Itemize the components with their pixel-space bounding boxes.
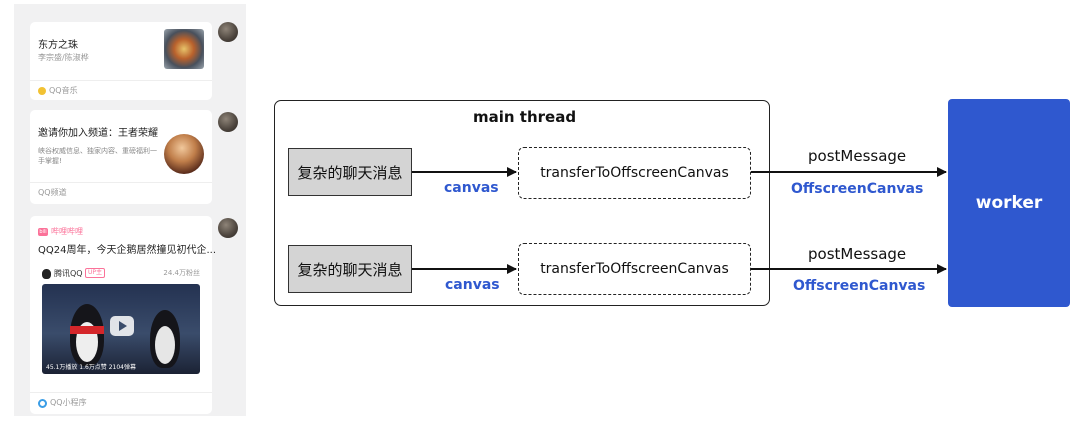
chat-panel: 东方之珠 李宗盛/陈淑桦 QQ音乐 邀请你加入频道：王者荣耀 峡谷权威信息、独家… xyxy=(14,4,246,416)
channel-invite-card[interactable]: 邀请你加入频道：王者荣耀 峡谷权威信息、独家内容、重磅福利一手掌握! QQ频道 xyxy=(30,110,212,204)
play-icon xyxy=(119,321,127,331)
canvas-label-1: canvas xyxy=(444,180,499,196)
channel-avatar xyxy=(164,134,204,174)
fan-count: 24.4万粉丝 xyxy=(163,269,200,277)
invite-title: 邀请你加入频道：王者荣耀 xyxy=(38,128,158,139)
video-share-card[interactable]: bili 哔哩哔哩 QQ24周年，今天企鹅居然撞见初代企... 腾讯QQ UP主… xyxy=(30,216,216,414)
sender-avatar[interactable] xyxy=(218,112,238,132)
song-title: 东方之珠 xyxy=(38,40,78,51)
card-source: QQ小程序 xyxy=(50,398,87,407)
chat-message-box-1: 复杂的聊天消息 xyxy=(288,148,412,196)
penguin-icon xyxy=(42,269,51,279)
canvas-label-2: canvas xyxy=(445,277,500,293)
up-badge: UP主 xyxy=(85,268,106,278)
sender-avatar[interactable] xyxy=(218,22,238,42)
app-name: 哔哩哔哩 xyxy=(51,227,83,236)
album-cover xyxy=(164,29,204,69)
music-share-card[interactable]: 东方之珠 李宗盛/陈淑桦 QQ音乐 xyxy=(30,22,212,100)
main-thread-label: main thread xyxy=(473,108,577,126)
song-artist: 李宗盛/陈淑桦 xyxy=(38,53,89,62)
post-message-label-1: postMessage xyxy=(808,147,907,165)
worker-box: worker xyxy=(948,99,1070,307)
card-source: QQ音乐 xyxy=(49,86,78,95)
mini-program-icon xyxy=(38,399,47,408)
card-divider xyxy=(30,80,212,81)
penguin-scarf xyxy=(70,326,104,334)
sender-avatar[interactable] xyxy=(218,218,238,238)
transfer-box-2: transferToOffscreenCanvas xyxy=(518,243,751,295)
card-divider xyxy=(30,182,212,183)
main-thread-box xyxy=(274,100,770,306)
offscreen-canvas-label-2: OffscreenCanvas xyxy=(793,278,926,294)
card-divider xyxy=(30,392,212,393)
video-thumbnail[interactable]: 45.1万播放 1.6万点赞 2104弹幕 xyxy=(42,284,200,374)
transfer-box-1: transferToOffscreenCanvas xyxy=(518,147,751,199)
video-title: QQ24周年，今天企鹅居然撞见初代企... xyxy=(38,245,217,256)
invite-description: 峡谷权威信息、独家内容、重磅福利一手掌握! xyxy=(38,147,157,165)
chat-message-box-2: 复杂的聊天消息 xyxy=(288,245,412,293)
offscreen-canvas-label-1: OffscreenCanvas xyxy=(791,181,924,197)
qq-music-icon xyxy=(38,87,46,95)
bilibili-icon: bili xyxy=(38,228,48,236)
card-source: QQ频道 xyxy=(38,188,67,197)
post-message-label-2: postMessage xyxy=(808,245,907,263)
penguin-belly xyxy=(155,326,175,364)
publisher-name: 腾讯QQ xyxy=(54,269,83,278)
video-stats: 45.1万播放 1.6万点赞 2104弹幕 xyxy=(46,364,136,371)
